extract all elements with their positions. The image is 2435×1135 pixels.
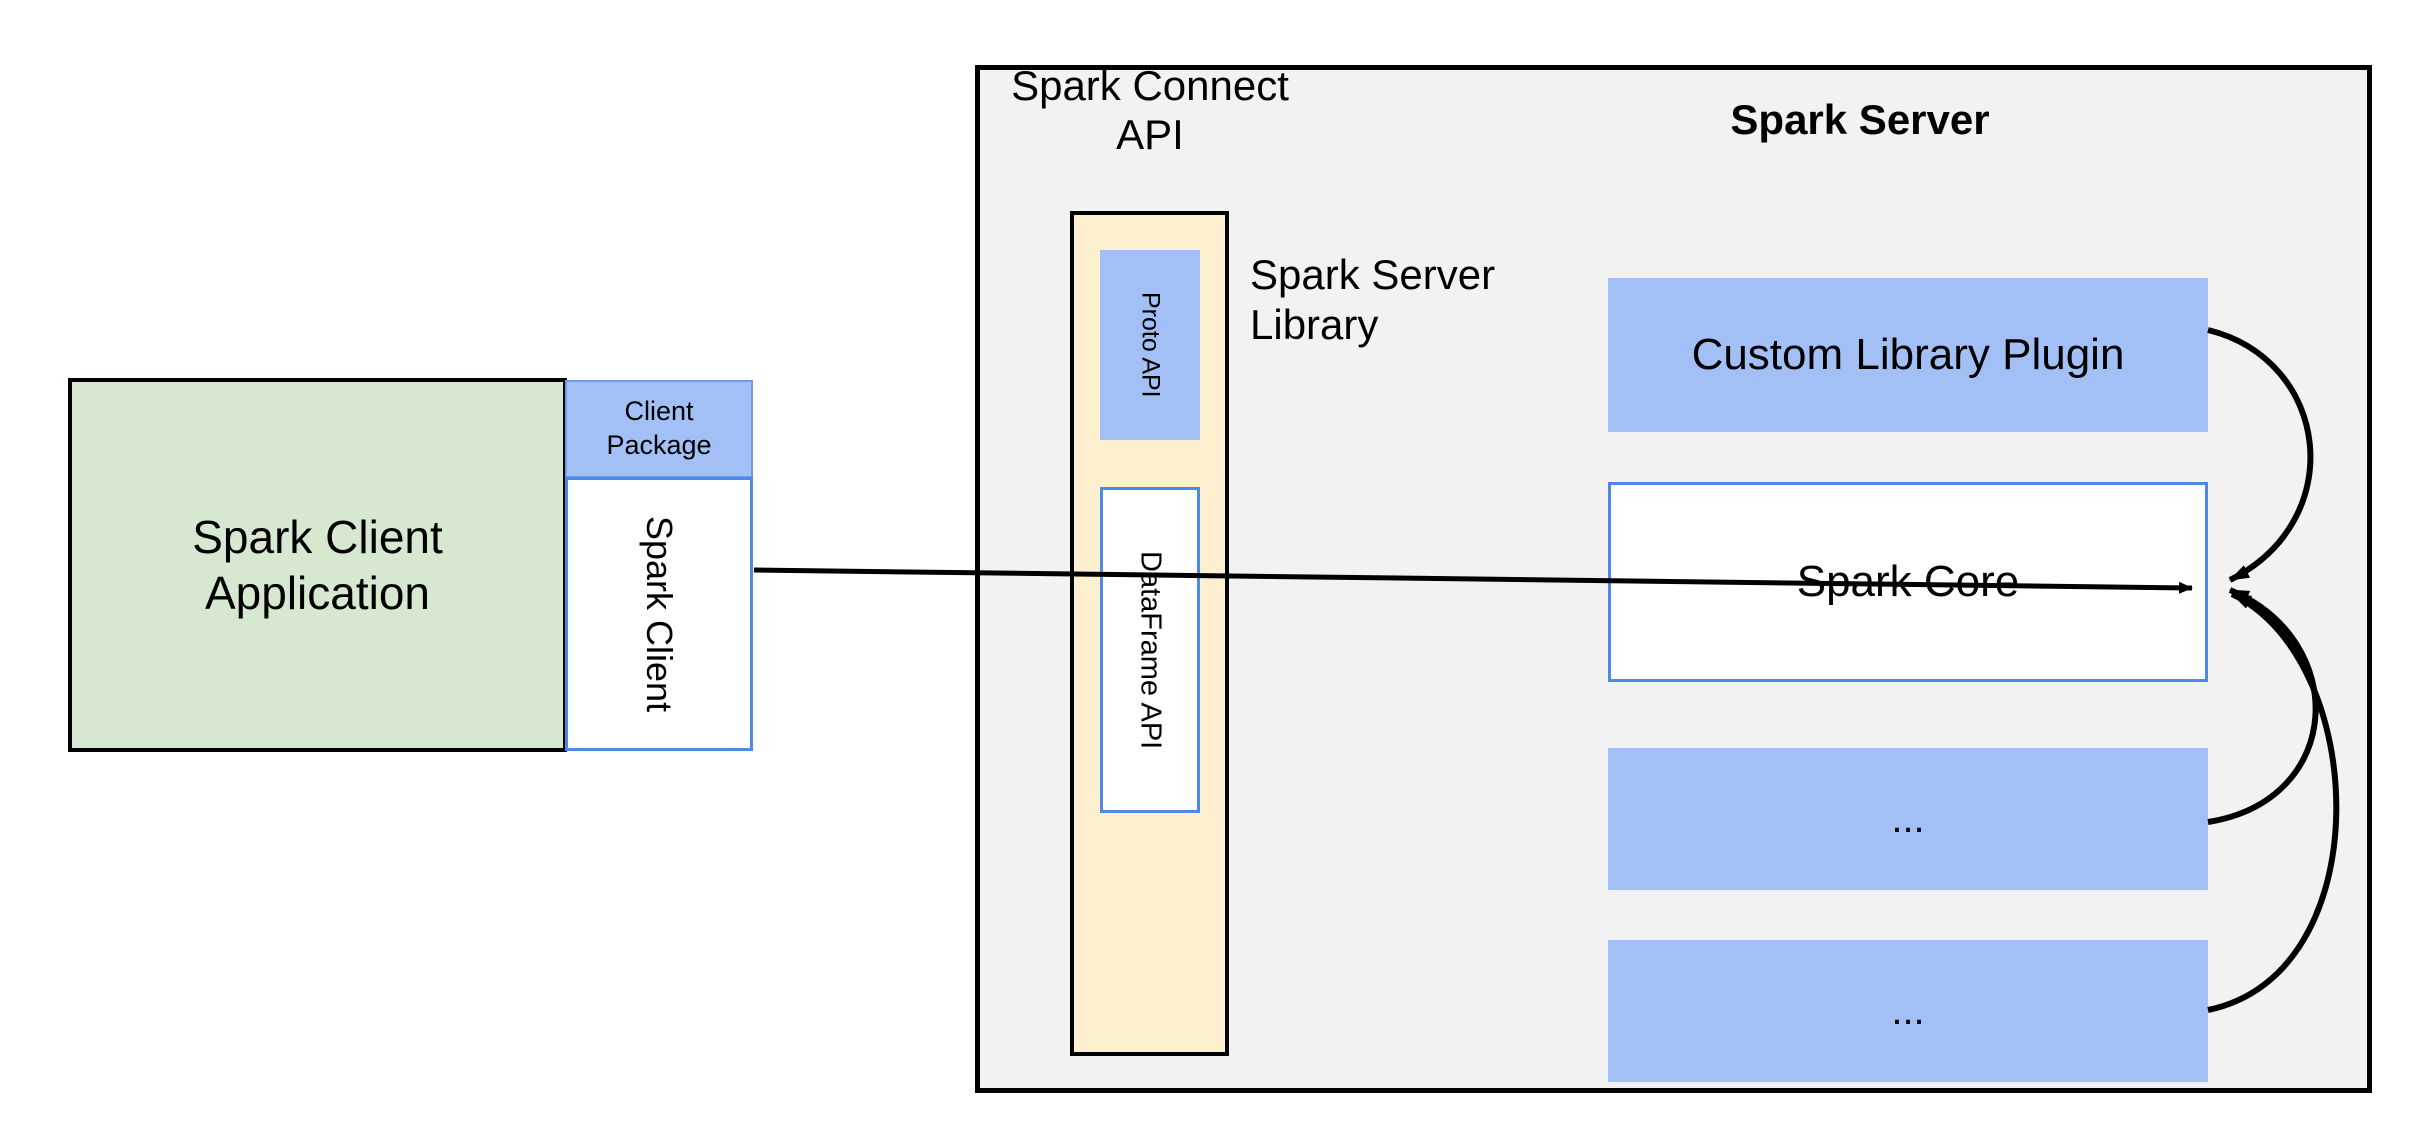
client-package-label: Client Package: [606, 395, 711, 463]
placeholder-component-box-2[interactable]: ...: [1608, 940, 2208, 1082]
spark-server-library-label-line2: Library: [1250, 300, 1379, 348]
spark-client-application-label-line2: Application: [204, 567, 431, 619]
placeholder-component-label-2: ...: [1891, 988, 1925, 1033]
dataframe-api-label: DataFrame API: [1134, 550, 1167, 750]
placeholder-component-box-1[interactable]: ...: [1608, 748, 2208, 890]
dataframe-api-box[interactable]: DataFrame API: [1100, 487, 1200, 813]
spark-client-application-label-line1: Spark Client: [192, 510, 443, 563]
spark-core-label: Spark Core: [1796, 557, 2020, 606]
spark-connect-api-label: Spark Connect API: [1000, 62, 1300, 159]
spark-server-library-label: Spark Server Library: [1250, 250, 1580, 349]
client-package-box[interactable]: Client Package: [565, 380, 753, 478]
spark-server-title: Spark Server: [1730, 96, 1990, 143]
custom-library-plugin-label: Custom Library Plugin: [1691, 330, 2125, 379]
spark-connect-api-label-line1: Spark Connect: [1011, 62, 1289, 109]
spark-client-application-box[interactable]: Spark Client Application: [68, 378, 567, 752]
custom-library-plugin-box[interactable]: Custom Library Plugin: [1608, 278, 2208, 432]
proto-api-label: Proto API: [1136, 292, 1165, 398]
client-package-label-line1: Client: [624, 396, 694, 427]
proto-api-box[interactable]: Proto API: [1100, 250, 1200, 440]
spark-server-library-label-line1: Spark Server: [1250, 251, 1496, 298]
spark-connect-api-label-line2: API: [1116, 110, 1184, 158]
spark-client-label: Spark Client: [639, 515, 680, 713]
spark-client-box[interactable]: Spark Client: [565, 477, 753, 751]
spark-core-box[interactable]: Spark Core: [1608, 482, 2208, 682]
client-package-label-line2: Package: [606, 430, 712, 460]
spark-client-application-label: Spark Client Application: [192, 509, 443, 621]
placeholder-component-label-1: ...: [1891, 796, 1925, 841]
